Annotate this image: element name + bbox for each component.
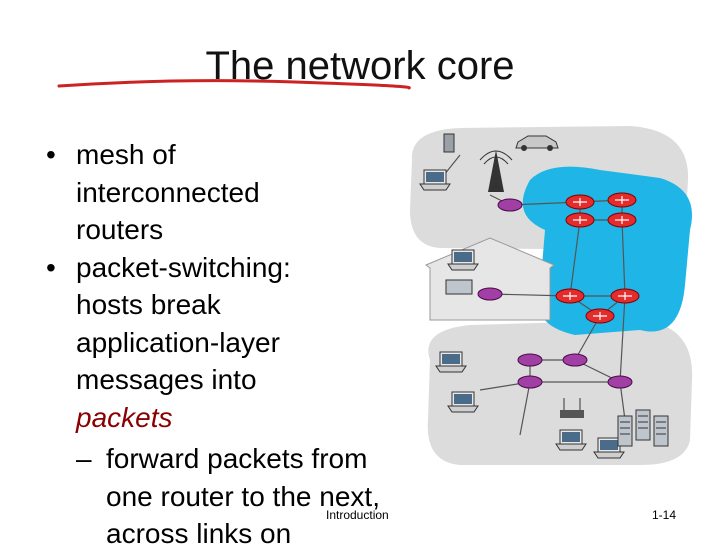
bullet-list: • mesh of interconnected routers • packe… xyxy=(46,136,386,549)
laptop-icon xyxy=(435,351,467,373)
slide-number: 1-14 xyxy=(652,508,677,522)
router-icon xyxy=(555,288,585,304)
footer-label: Introduction xyxy=(326,508,389,522)
laptop-icon xyxy=(447,249,479,271)
bullet-mesh: • mesh of interconnected routers xyxy=(46,136,386,249)
router-icon xyxy=(565,194,595,210)
laptop-icon xyxy=(447,391,479,413)
bullet-dot: • xyxy=(46,139,56,170)
bullet-line: messages into xyxy=(76,364,257,395)
router-icon xyxy=(517,375,543,389)
car-icon xyxy=(515,135,559,151)
sub-bullet-line: one router to the xyxy=(106,480,312,512)
server-icon xyxy=(635,409,651,441)
router-icon xyxy=(477,287,503,301)
router-icon xyxy=(497,198,523,212)
router-icon xyxy=(517,353,543,367)
bullet-line: hosts break xyxy=(76,289,221,320)
sub-bullet-dash: – xyxy=(76,443,92,474)
bullet-emphasis: packets xyxy=(76,401,173,433)
bullet-packet-switching: • packet-switching: hosts break applicat… xyxy=(46,249,386,437)
cell-tower-icon xyxy=(479,150,513,192)
router-icon xyxy=(607,212,637,228)
router-icon xyxy=(562,353,588,367)
bullet-line: application-layer xyxy=(76,326,280,358)
server-icon xyxy=(617,415,633,447)
router-icon xyxy=(565,212,595,228)
router-icon xyxy=(607,375,633,389)
network-core-diagram xyxy=(410,126,693,465)
sub-bullet-forward: – forward packets from one router to the… xyxy=(76,440,416,553)
bullet-dot: • xyxy=(46,251,56,283)
bullet-line: interconnected xyxy=(76,176,260,208)
bullet-line: packet-switching: xyxy=(76,251,291,283)
laptop-icon xyxy=(555,429,587,451)
bullet-line: mesh of xyxy=(76,139,176,170)
wifi-access-point-icon xyxy=(560,398,584,418)
title-underline xyxy=(57,79,411,90)
router-icon xyxy=(610,288,640,304)
router-icon xyxy=(585,308,615,324)
phone-icon xyxy=(443,133,455,153)
server-icon xyxy=(653,415,669,447)
desktop-icon xyxy=(445,279,473,295)
house-icon xyxy=(425,237,555,321)
router-icon xyxy=(607,192,637,208)
laptop-icon xyxy=(419,169,451,191)
bullet-line: routers xyxy=(76,214,164,245)
sub-bullet-line: forward packets from xyxy=(106,443,368,474)
